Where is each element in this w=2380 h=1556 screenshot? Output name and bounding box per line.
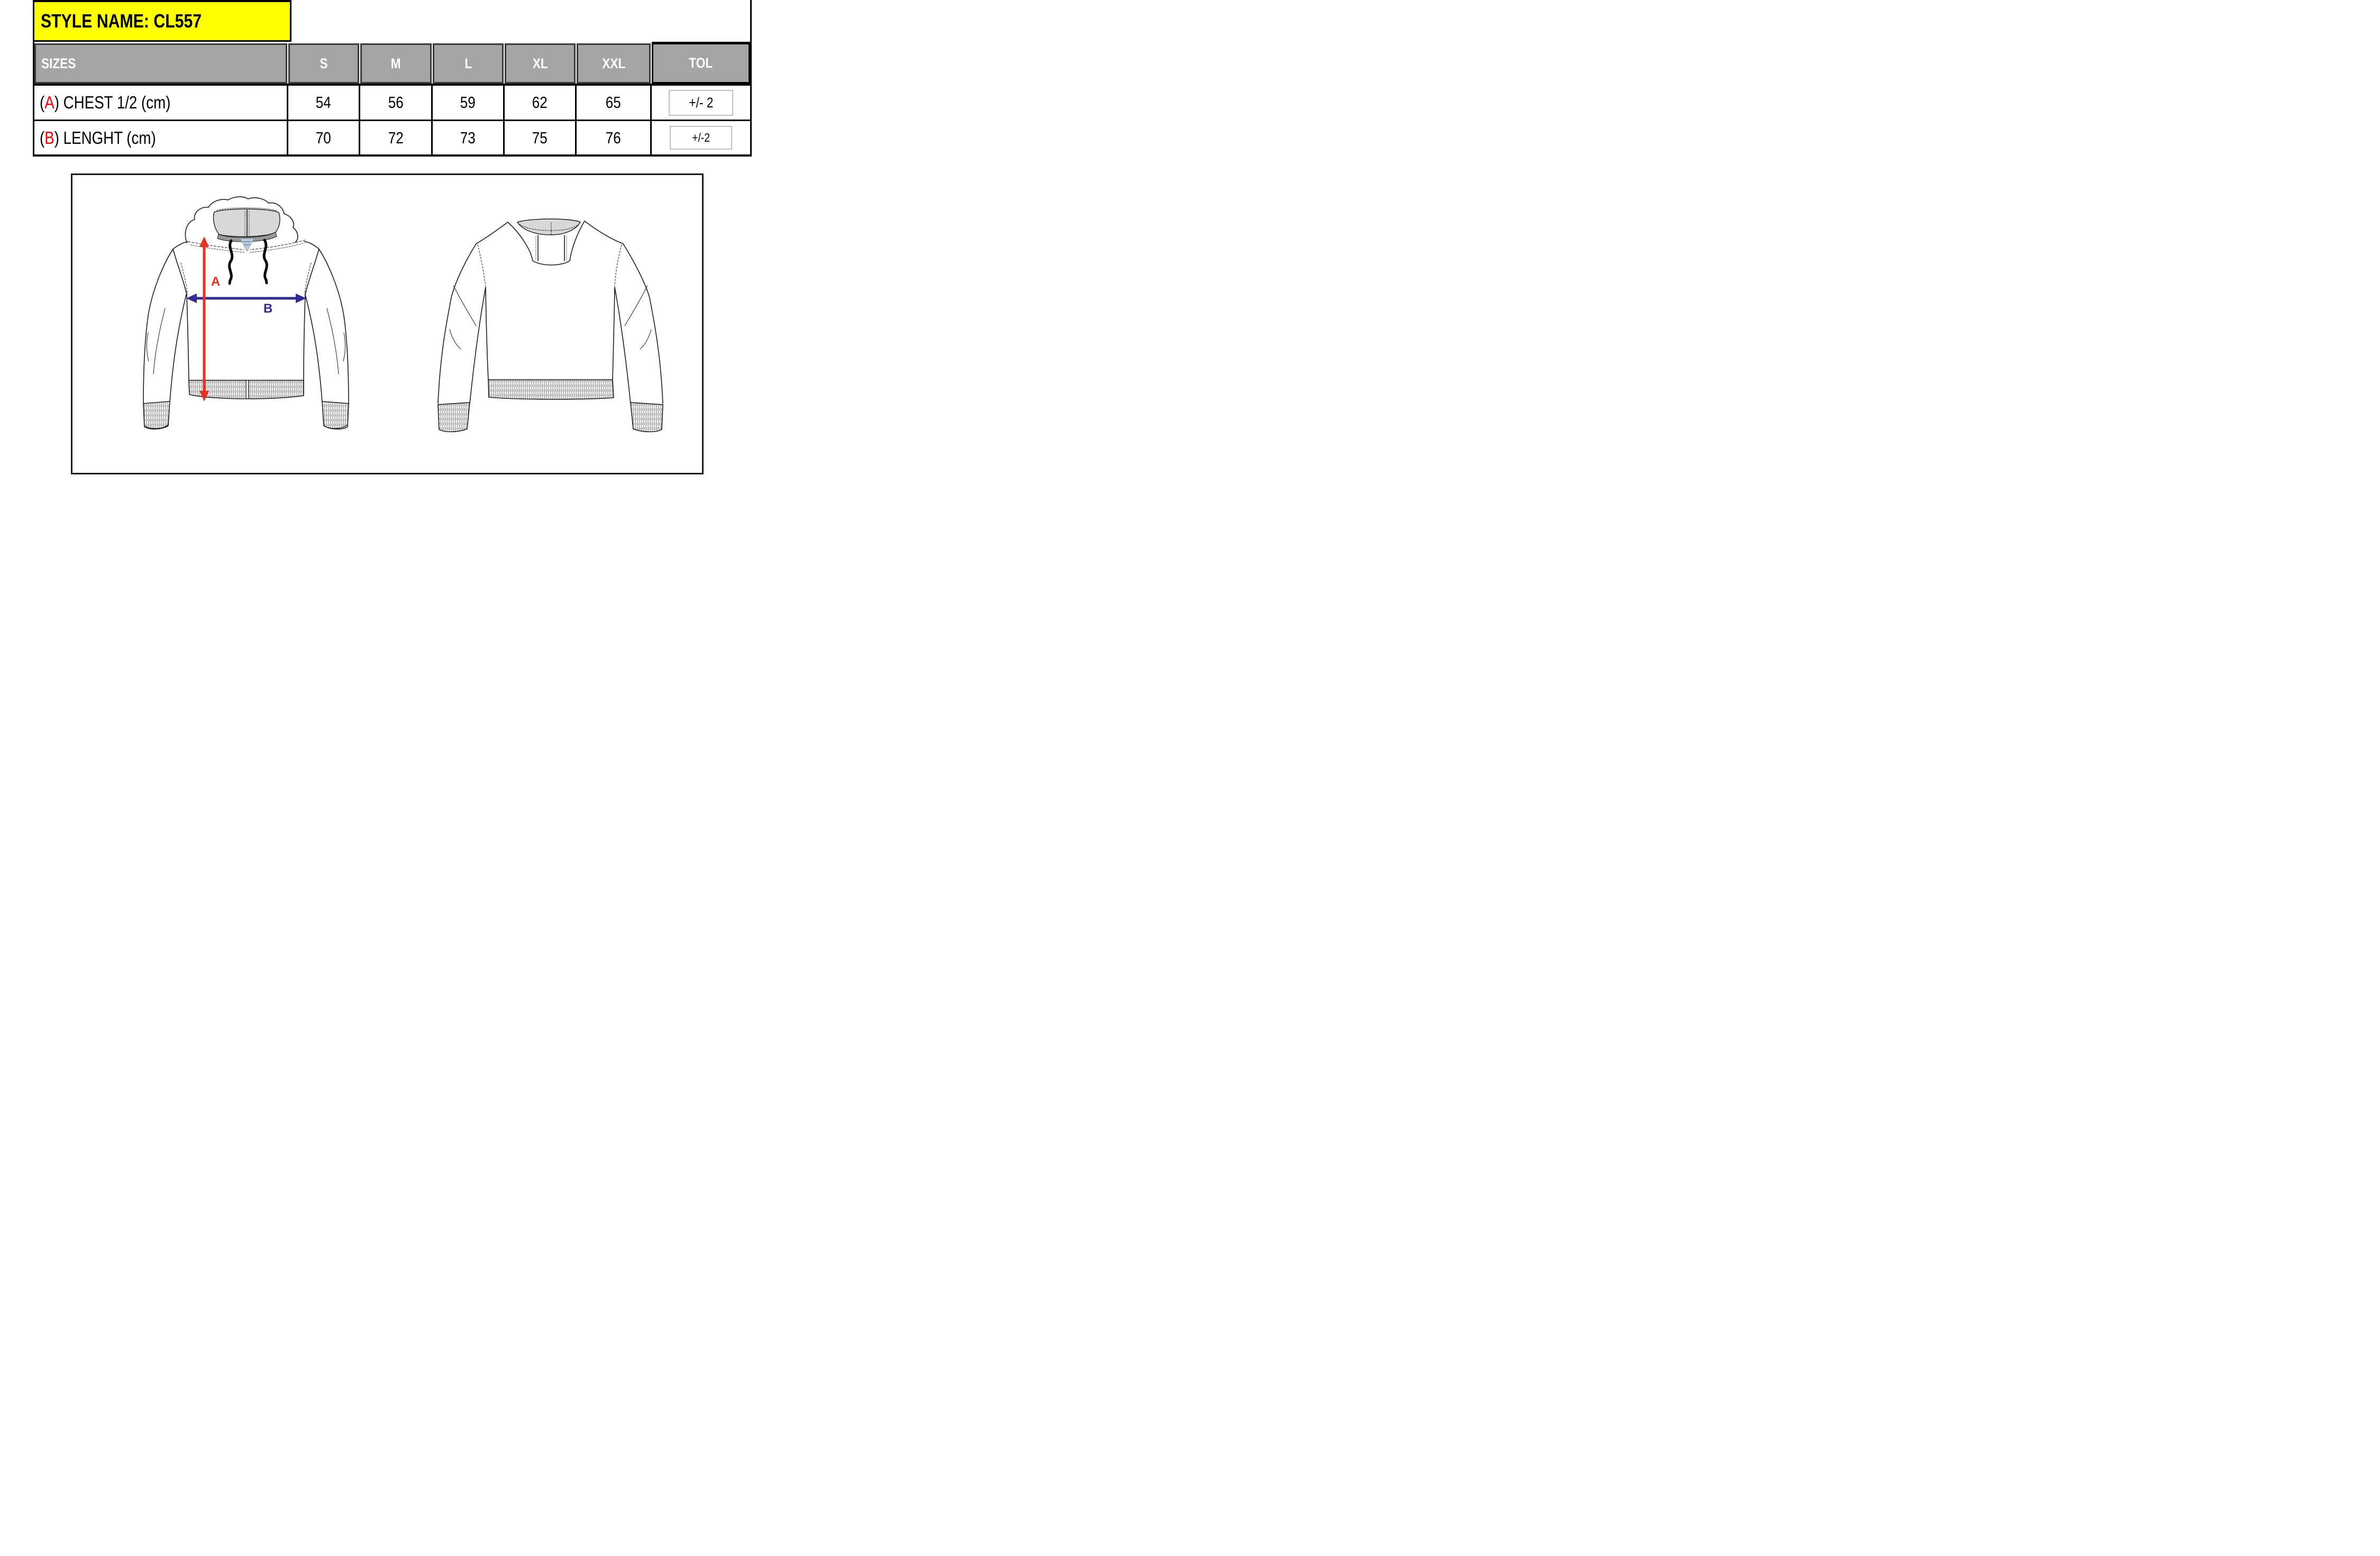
back-cuff-right: [630, 402, 663, 433]
back-hem-band: [488, 379, 614, 400]
front-body-right: [303, 249, 320, 381]
row-a-value-xl: 62: [505, 84, 577, 120]
front-drawstring-right: [262, 239, 268, 285]
row-b-value-xxl: 76: [577, 120, 652, 154]
header-size-xl: XL: [505, 43, 576, 84]
front-hood-outline: [185, 196, 298, 243]
hoodie-front-view: A B: [143, 196, 349, 430]
row-b-value-m: 72: [360, 120, 433, 154]
measure-a-label: A: [211, 274, 220, 289]
back-sleeve-left: [437, 243, 477, 404]
size-chart-page: STYLE NAME: CL557 SIZES S M L XL XXL TOL…: [0, 0, 794, 519]
back-body-right: [612, 287, 615, 380]
style-name-title: STYLE NAME: CL557: [41, 10, 202, 32]
row-b-value-xl: 75: [505, 120, 577, 154]
table-right-border: [750, 0, 752, 157]
size-table: SIZES S M L XL XXL TOL (A) CHEST 1/2 (cm…: [33, 42, 750, 157]
front-sleeve-right: [318, 249, 349, 404]
row-b-tol-cell: +/-2: [652, 120, 750, 154]
header-size-m: M: [360, 43, 432, 84]
style-name-title-box: STYLE NAME: CL557: [33, 0, 291, 42]
header-size-s: S: [288, 43, 359, 84]
row-b-value-l: 73: [433, 120, 505, 154]
row-a-tolerance-box[interactable]: +/- 2: [669, 89, 733, 116]
front-sleeve-left: [143, 249, 174, 404]
measure-b-label: B: [263, 301, 272, 316]
header-tol: TOL: [652, 42, 750, 84]
row-a-tol-cell: +/- 2: [652, 84, 750, 120]
back-hood-left-edge: [507, 222, 552, 266]
row-b-label: (B) LENGHT (cm): [34, 120, 288, 154]
back-cuff-left: [437, 402, 470, 433]
header-sizes: SIZES: [34, 43, 287, 84]
front-drawstring-left: [228, 239, 234, 285]
row-b-letter: B: [44, 127, 54, 148]
row-a-value-m: 56: [360, 84, 433, 120]
row-a-tolerance: +/- 2: [688, 94, 714, 111]
row-a-value-l: 59: [433, 84, 505, 120]
front-body-left: [172, 249, 189, 381]
header-size-l: L: [433, 43, 504, 84]
garment-diagram-box: A B: [71, 173, 704, 474]
hoodie-back-view: [437, 218, 663, 433]
row-b-tolerance-box[interactable]: +/-2: [670, 126, 732, 150]
row-a-letter: A: [44, 93, 54, 112]
back-sleeve-right: [623, 243, 663, 404]
measure-b-arrow: [186, 294, 306, 303]
row-b-tolerance: +/-2: [692, 131, 710, 144]
header-size-xxl: XXL: [577, 43, 651, 84]
front-cuff-right: [322, 401, 349, 430]
row-a-value-xxl: 65: [577, 84, 652, 120]
back-neck-lining: [517, 218, 581, 235]
front-cuff-left: [143, 401, 170, 430]
back-hood-right-edge: [551, 221, 585, 266]
measure-a-arrow: [199, 236, 209, 401]
back-body-left: [485, 287, 489, 380]
row-a-label: (A) CHEST 1/2 (cm): [34, 84, 288, 120]
row-a-value-s: 54: [288, 84, 360, 120]
row-b-value-s: 70: [288, 120, 360, 154]
